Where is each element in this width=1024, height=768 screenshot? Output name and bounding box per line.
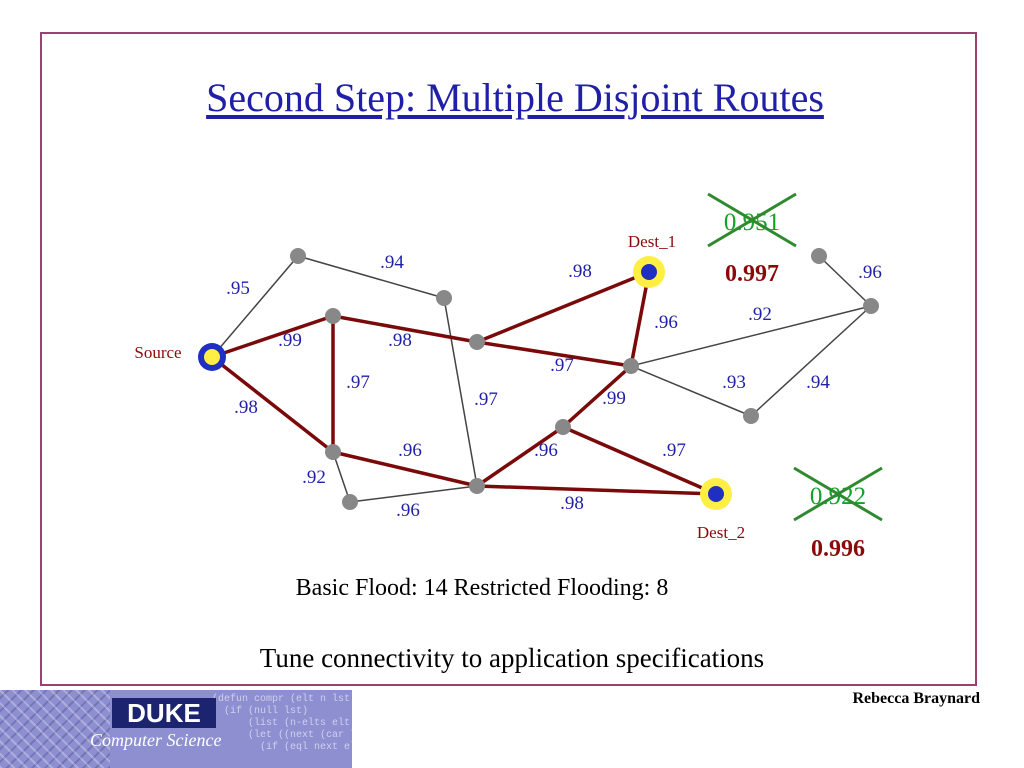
route-edge [210,355,335,454]
logo-code-text: (defun compr (elt n lst) (if (null lst) … [212,694,352,753]
network-node [623,358,639,374]
dest2-label: Dest_2 [697,523,745,542]
edge-weight-label: .96 [654,312,678,333]
author-name: Rebecca Braynard [852,690,980,707]
edge-weight-label: .97 [662,440,686,461]
edge-weight-label: .96 [858,262,882,283]
edge-weight-label: .97 [346,372,370,393]
network-node [811,248,827,264]
network-node [325,308,341,324]
network-node [290,248,306,264]
edge-weight-label: .96 [534,440,558,461]
slide-frame [40,32,977,686]
link-edge [349,485,478,503]
link-edge [750,305,872,417]
dest1-label: Dest_1 [628,232,676,251]
edge-weight-label: .94 [380,252,404,273]
link-edge [630,305,872,367]
network-node [342,494,358,510]
network-node [555,419,571,435]
network-node [469,334,485,350]
route-edge [476,270,650,344]
network-node [436,290,452,306]
edge-weight-label: .98 [234,397,258,418]
flood-caption: Basic Flood: 14 Restricted Flooding: 8 [295,575,669,601]
edge-weight-label: .96 [398,440,422,461]
edge-weight-label: .98 [568,261,592,282]
edge-weight-label: .96 [396,500,420,521]
link-edge [332,451,351,503]
link-edge [297,255,445,299]
source-label: Source [134,343,181,362]
edge-weight-label: .94 [806,372,830,393]
strike-line [707,192,797,248]
route-edge [332,314,478,344]
network-node [325,444,341,460]
logo-duke-wordmark: DUKE [112,698,216,728]
dest2-new-reliability: 0.996 [811,536,865,562]
edge-weight-label: .98 [560,493,584,514]
route-edge [476,340,632,368]
route-edge [476,425,564,488]
duke-cs-logo: (defun compr (elt n lst) (if (null lst) … [0,690,352,768]
source-node-core [204,349,220,365]
dest1-node [641,264,657,280]
route-edge [561,364,633,429]
network-node [743,408,759,424]
route-edge [211,314,334,359]
edge-weight-label: .92 [302,467,326,488]
link-edge [818,255,872,307]
strike-line [793,466,883,522]
edge-weight-label: .93 [722,372,746,393]
link-edge [443,297,478,487]
edge-weight-label: .99 [278,330,302,351]
network-node [469,478,485,494]
edge-weight-label: .95 [226,278,250,299]
edge-weight-label: .97 [474,389,498,410]
tune-caption: Tune connectivity to application specifi… [259,643,765,673]
edge-weight-label: .99 [602,388,626,409]
edge-weight-label: .97 [550,355,574,376]
dest1-new-reliability: 0.997 [725,261,779,287]
edge-weight-label: .92 [748,304,772,325]
route-edge [332,450,478,488]
link-edge [211,255,299,358]
network-node [863,298,879,314]
edge-weight-label: .98 [388,330,412,351]
link-edge [630,365,752,417]
route-edge [562,425,717,496]
logo-pattern [0,690,110,768]
logo-subtitle: Computer Science [90,730,222,750]
slide-title: Second Step: Multiple Disjoint Routes [206,75,824,120]
dest2-node [708,486,724,502]
route-edge [476,484,717,496]
